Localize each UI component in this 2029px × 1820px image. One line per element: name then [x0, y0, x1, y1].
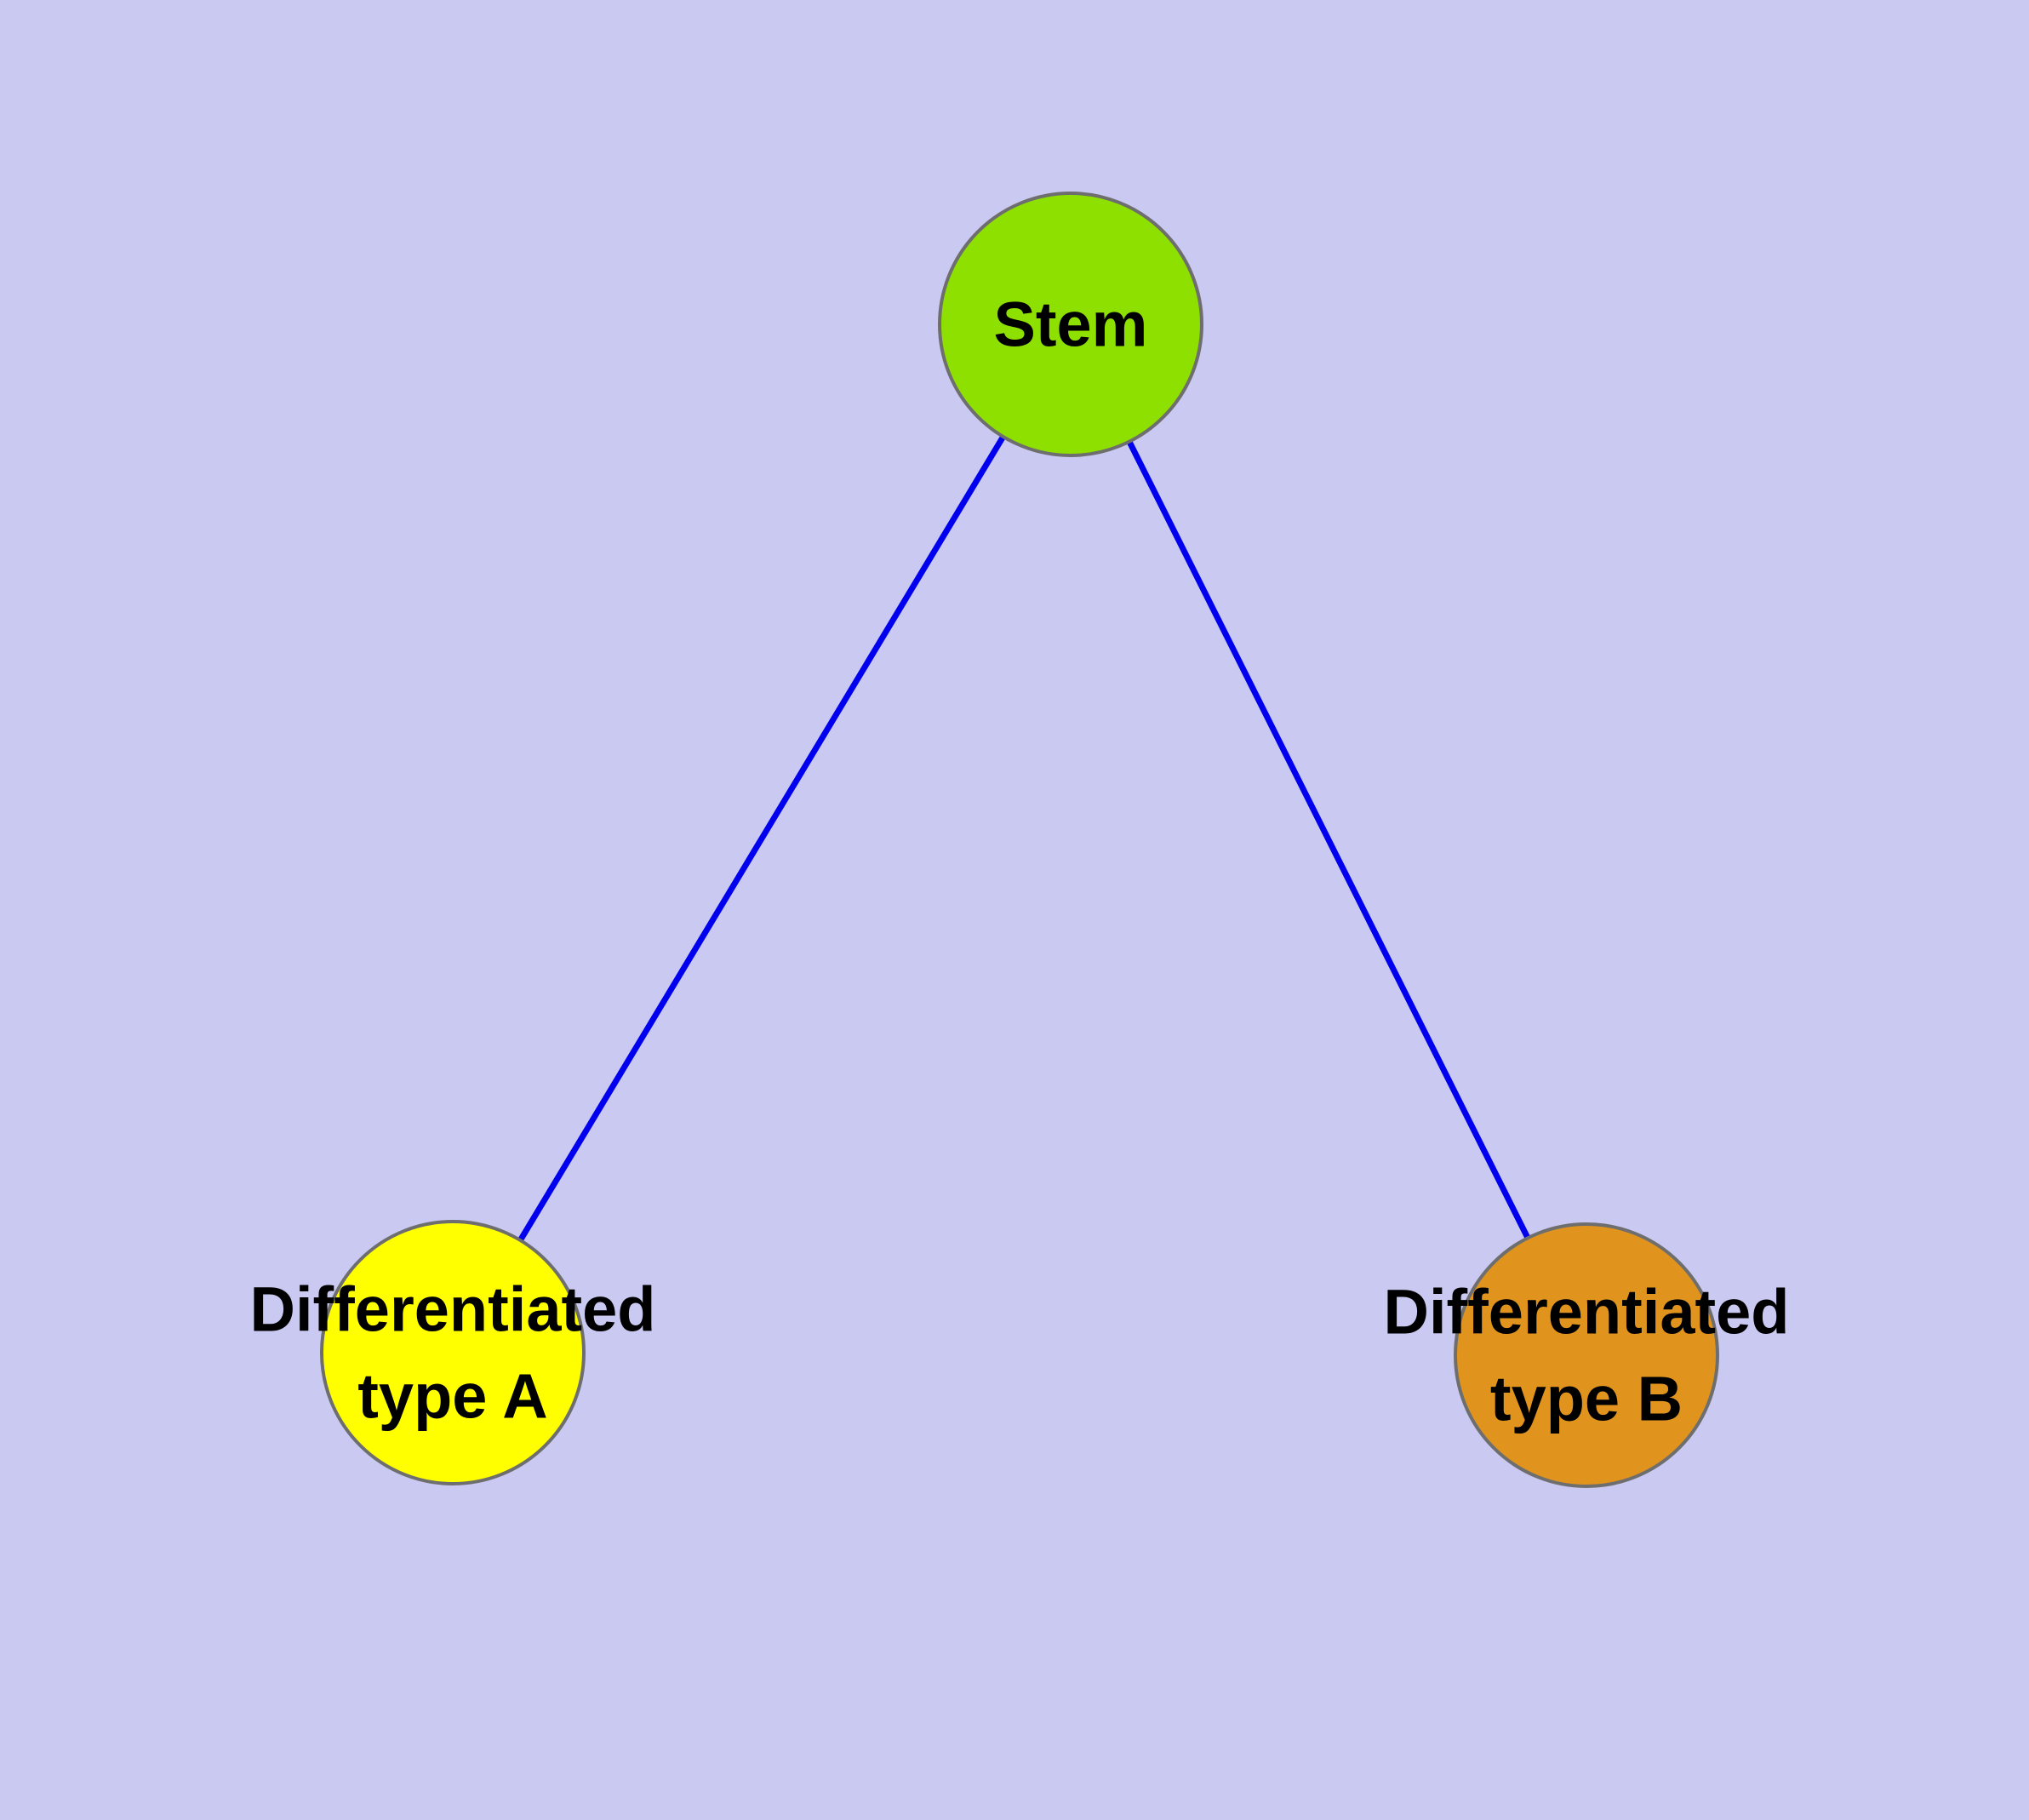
edge-stem-to-differentiated-type-b: [1067, 323, 1590, 1357]
node-label-differentiated-type-a-line-2: type A: [357, 1361, 547, 1432]
node-label-differentiated-type-b-line-1: Differentiated: [1384, 1277, 1790, 1348]
node-label-stem-line-1: Stem: [994, 289, 1148, 360]
node-label-differentiated-type-a-line-1: Differentiated: [250, 1274, 656, 1345]
node-differentiated-type-b: [1454, 1222, 1719, 1488]
node-stem: [938, 192, 1203, 457]
edge-stem-to-differentiated-type-a: [450, 323, 1073, 1354]
node-label-differentiated-type-b-line-2: type B: [1490, 1364, 1683, 1434]
node-differentiated-type-a: [320, 1220, 586, 1485]
nodes-layer: [320, 192, 1719, 1488]
edges-layer: [450, 323, 1590, 1357]
